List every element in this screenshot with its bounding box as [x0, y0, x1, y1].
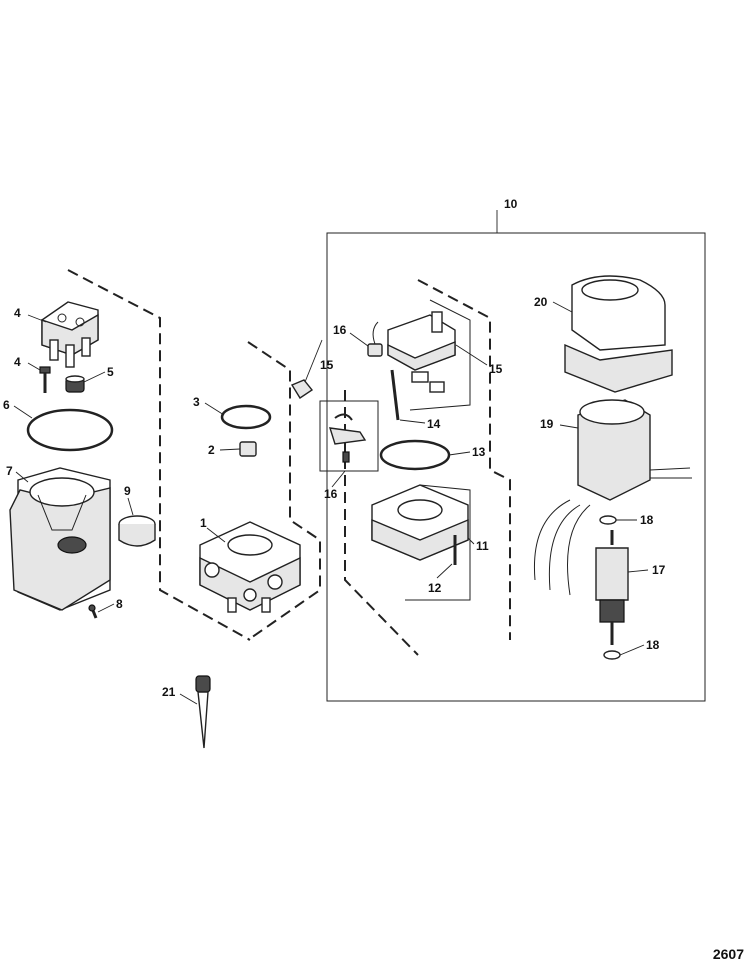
callout-1: 1: [200, 516, 207, 530]
callout-8: 8: [116, 597, 123, 611]
stator-part-19: [533, 399, 692, 596]
callout-20: 20: [534, 295, 548, 309]
reference-code: 2607: [712, 946, 744, 962]
box-16: [319, 400, 379, 472]
thermal-switch-part-16: [367, 343, 383, 357]
callout-2: 2: [208, 443, 215, 457]
clip-part-15: [290, 379, 314, 399]
through-bolt-part-14: [390, 369, 400, 421]
callout-19: 19: [540, 417, 554, 431]
armature-part-17: [595, 530, 629, 645]
callout-4-bolt: 4: [14, 355, 21, 369]
callout-13: 13: [472, 445, 486, 459]
pump-body-part-1: [199, 521, 301, 613]
callout-5: 5: [107, 365, 114, 379]
callout-16-switch: 16: [333, 323, 347, 337]
assembly-box-10: [326, 232, 706, 702]
callout-14: 14: [427, 417, 441, 431]
dashed-group-left: [67, 269, 251, 641]
callout-11: 11: [476, 539, 489, 553]
bolt-part-4: [39, 366, 51, 393]
motor-cover-part-20: [564, 275, 673, 393]
callout-18-lower: 18: [646, 638, 660, 652]
solid-bracket-11: [405, 484, 471, 601]
washer-part-18-lower: [603, 650, 621, 660]
callout-16-brushes: 16: [324, 487, 338, 501]
dashed-group-middle: [247, 341, 321, 641]
thermal-switch-wire: [372, 321, 379, 345]
end-cap-part-11: [371, 484, 469, 561]
manifold-part-4: [41, 301, 99, 368]
washer-part-18-upper: [599, 515, 617, 525]
brush-kit-part-16: [329, 413, 367, 463]
dashed-group-right-b: [344, 390, 419, 656]
leader-lines: [13, 210, 649, 705]
callout-15-clip: 15: [320, 358, 334, 372]
nut-part-5: [65, 375, 85, 393]
brush-holder-part-15: [387, 311, 456, 393]
reservoir-part-7: [9, 467, 111, 611]
callout-17: 17: [652, 563, 666, 577]
callout-3: 3: [193, 395, 200, 409]
solid-bracket-15: [409, 299, 471, 411]
o-ring-part-6: [26, 408, 114, 452]
callout-21: 21: [162, 685, 176, 699]
screw-part-8: [88, 604, 98, 619]
callout-9: 9: [124, 484, 131, 498]
callout-18-upper: 18: [640, 513, 654, 527]
callout-10: 10: [504, 197, 518, 211]
callout-6: 6: [3, 398, 10, 412]
dipstick-part-21: [195, 675, 211, 749]
callout-7: 7: [6, 464, 13, 478]
clip-part-2: [239, 441, 257, 457]
dashed-group-right-a: [417, 279, 511, 640]
callout-12: 12: [428, 581, 442, 595]
o-ring-part-3: [220, 404, 272, 430]
callout-15-holder: 15: [489, 362, 503, 376]
callout-labels: 1 2 3 4 4 5 6 7 8 9 10 11 12 13 14 15 15…: [3, 197, 666, 699]
callout-4-manifold: 4: [14, 306, 21, 320]
cap-part-9: [118, 515, 156, 547]
o-ring-part-13: [379, 439, 451, 471]
